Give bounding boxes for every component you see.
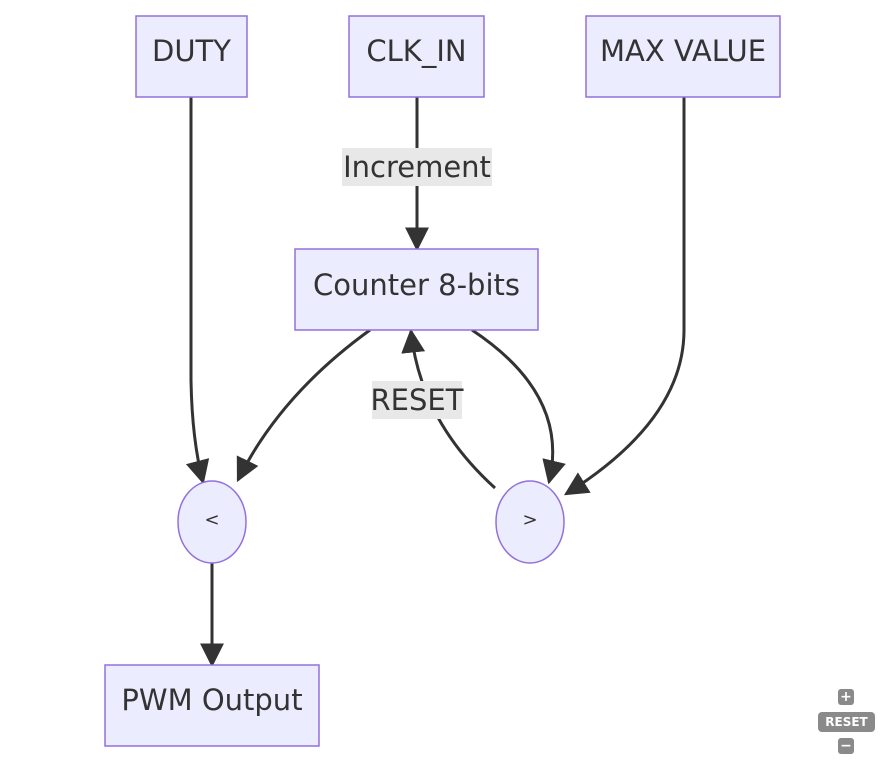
edge-duty-to-less-than: [185, 97, 210, 485]
edge-counter-to-greater-than: [471, 328, 566, 485]
node-clk-in-label: CLK_IN: [366, 34, 466, 68]
node-duty: DUTY: [135, 15, 248, 98]
node-greater-than: >: [495, 480, 565, 564]
edge-counter-to-less-than: [236, 328, 371, 483]
node-duty-label: DUTY: [152, 34, 231, 68]
zoom-out-button[interactable]: −: [838, 738, 854, 754]
node-max-value-label: MAX VALUE: [600, 34, 766, 68]
node-greater-than-label: >: [522, 510, 537, 531]
node-counter-label: Counter 8-bits: [313, 268, 520, 302]
edge-label-reset: RESET: [371, 381, 464, 419]
zoom-reset-button[interactable]: RESET: [818, 712, 875, 732]
edge-label-reset-text: RESET: [371, 383, 464, 417]
node-pwm-output: PWM Output: [104, 664, 320, 747]
node-pwm-output-label: PWM Output: [121, 683, 302, 717]
edge-label-increment-text: Increment: [343, 150, 491, 184]
node-less-than-label: <: [204, 510, 219, 531]
zoom-in-button[interactable]: +: [838, 689, 854, 705]
node-counter: Counter 8-bits: [294, 248, 539, 331]
node-clk-in: CLK_IN: [348, 15, 485, 98]
edge-label-increment: Increment: [342, 148, 492, 186]
node-max-value: MAX VALUE: [585, 15, 781, 98]
edge-max-value-to-greater-than: [563, 97, 686, 496]
node-less-than: <: [177, 480, 247, 564]
zoom-controls: + RESET −: [818, 689, 875, 755]
